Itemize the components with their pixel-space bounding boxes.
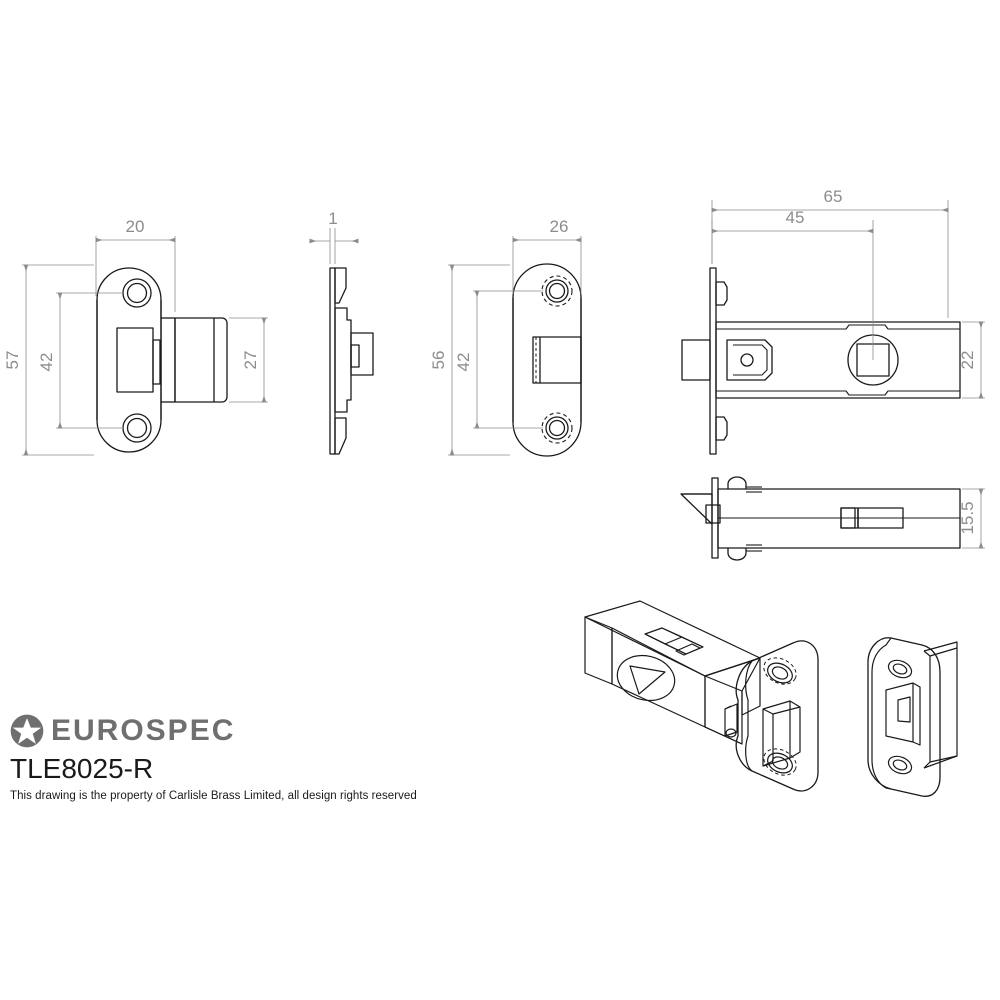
- view-2-faceplate-edge-profile: 1: [309, 209, 374, 455]
- dim-label-20: 20: [126, 217, 145, 236]
- view-4-latch-body-plan: 65 45 22: [681, 187, 985, 455]
- dim-label-56: 56: [429, 351, 448, 370]
- dim-label-26: 26: [550, 217, 569, 236]
- title-block: EUROSPEC TLE8025-R This drawing is the p…: [10, 712, 440, 802]
- dim-label-42-view3: 42: [454, 353, 473, 372]
- rights-notice: This drawing is the property of Carlisle…: [10, 790, 417, 802]
- dim-label-15-5: 15.5: [958, 501, 977, 534]
- part-number: TLE8025-R: [10, 753, 154, 784]
- view-5-latch-body-side-elevation: 15.5: [680, 476, 985, 561]
- brand-row: EUROSPEC: [10, 712, 440, 750]
- dim-label-65: 65: [824, 187, 843, 206]
- view-6-latch-body-isometric: [584, 600, 819, 792]
- view-7-strike-plate-isometric: [867, 637, 958, 797]
- dim-label-45: 45: [786, 208, 805, 227]
- view-3-faceplate-front-elevation: 26 56 42: [429, 217, 582, 457]
- star-in-circle-icon: [10, 714, 44, 748]
- dim-label-27: 27: [241, 351, 260, 370]
- dim-label-42-view1: 42: [37, 353, 56, 372]
- dim-label-22: 22: [958, 351, 977, 370]
- dim-label-57: 57: [3, 351, 22, 370]
- view-1-faceplate-side-with-latch: 20 57 42 27: [3, 217, 268, 456]
- brand-name: EUROSPEC: [51, 714, 236, 747]
- dim-label-1: 1: [328, 209, 337, 228]
